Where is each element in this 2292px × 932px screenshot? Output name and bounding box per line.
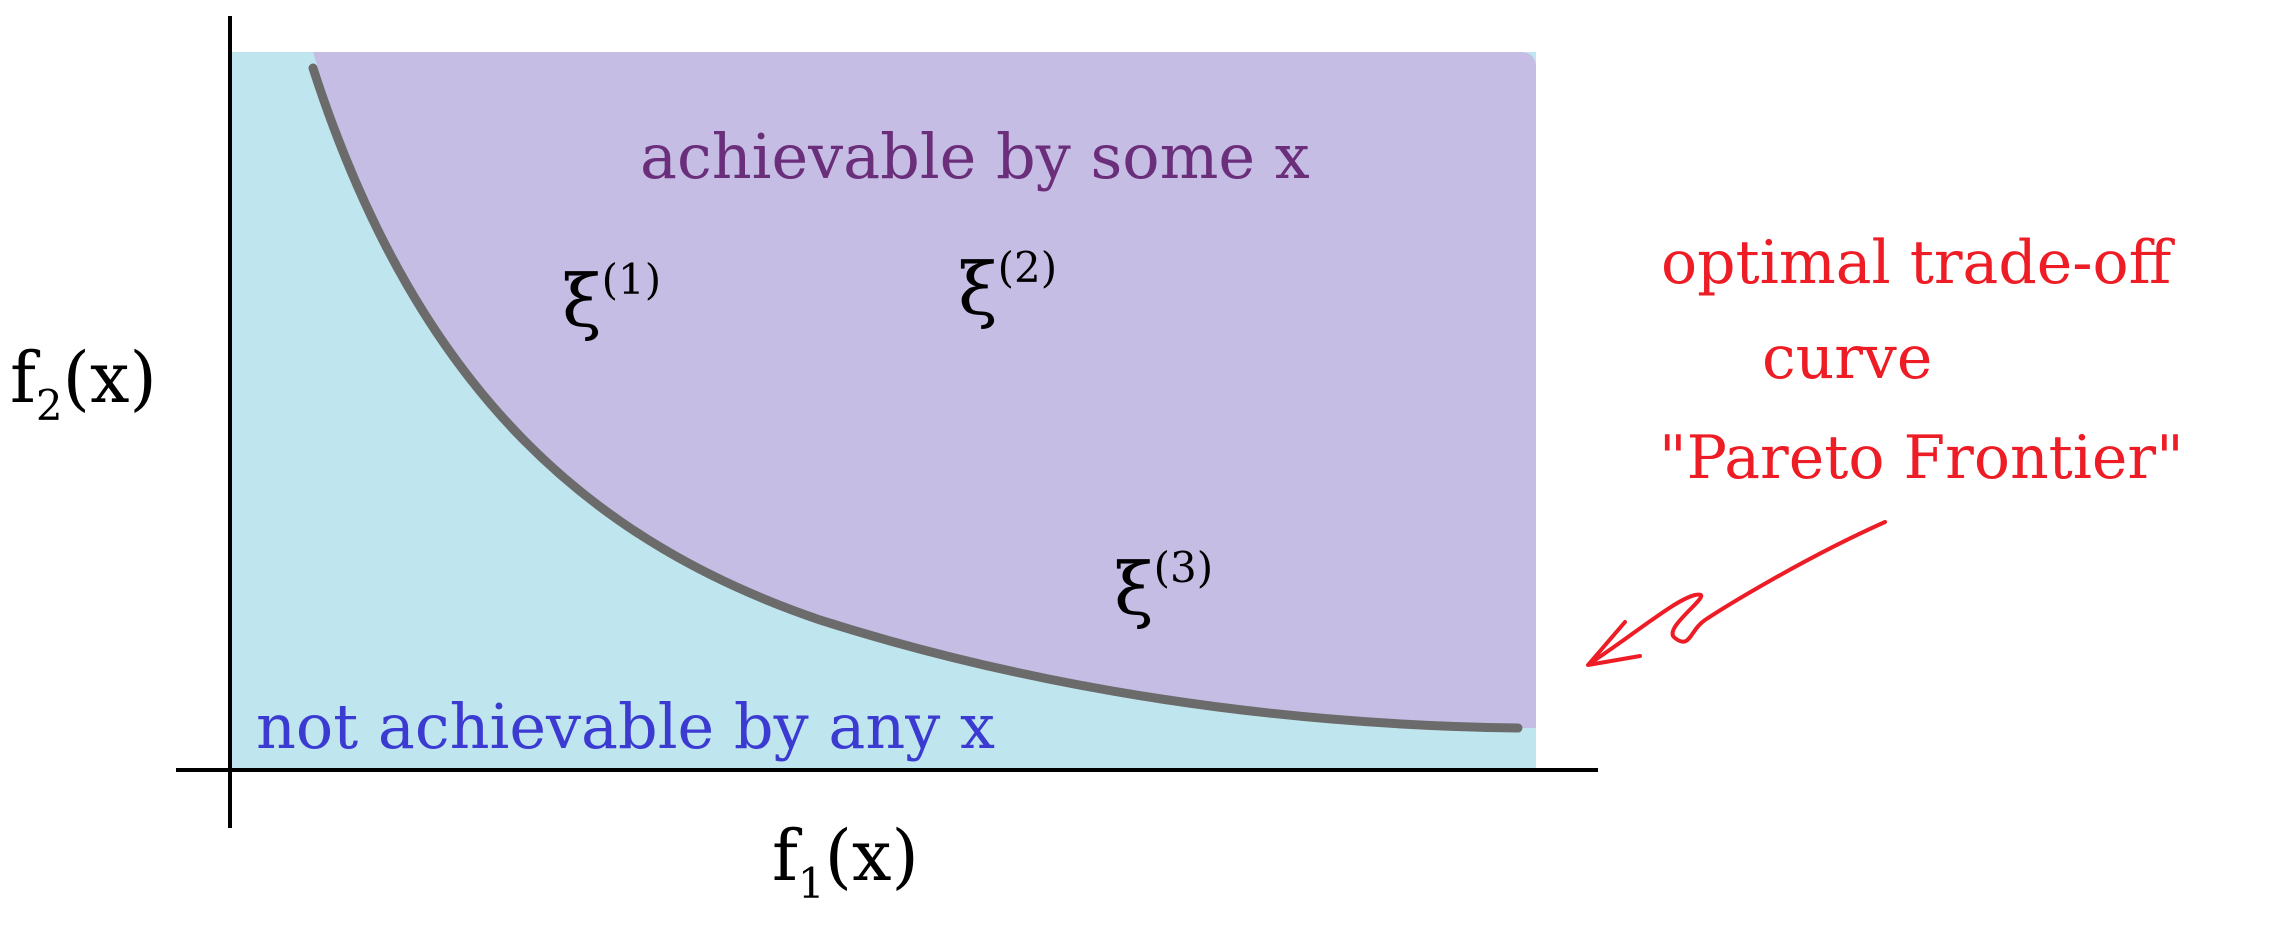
annotation-line-2: curve [1762,323,1932,393]
x-axis-label: f1(x) [772,815,919,908]
y-axis-label: f2(x) [10,337,157,430]
point-xi-2: ξ(2) [958,243,1057,331]
pareto-frontier-curve [308,63,1523,733]
annotation-arrow [1590,520,1887,664]
achievable-region-label: achievable by some x [640,120,1310,193]
annotation-line-1: optimal trade-off [1661,228,2176,298]
point-xi-3: ξ(3) [1114,543,1213,631]
achievable-region [313,52,1536,728]
annotation-line-3: "Pareto Frontier" [1659,423,2184,493]
annotation-arrowhead [1586,620,1642,667]
not-achievable-region-label: not achievable by any x [256,690,995,763]
point-xi-1: ξ(1) [562,255,661,343]
